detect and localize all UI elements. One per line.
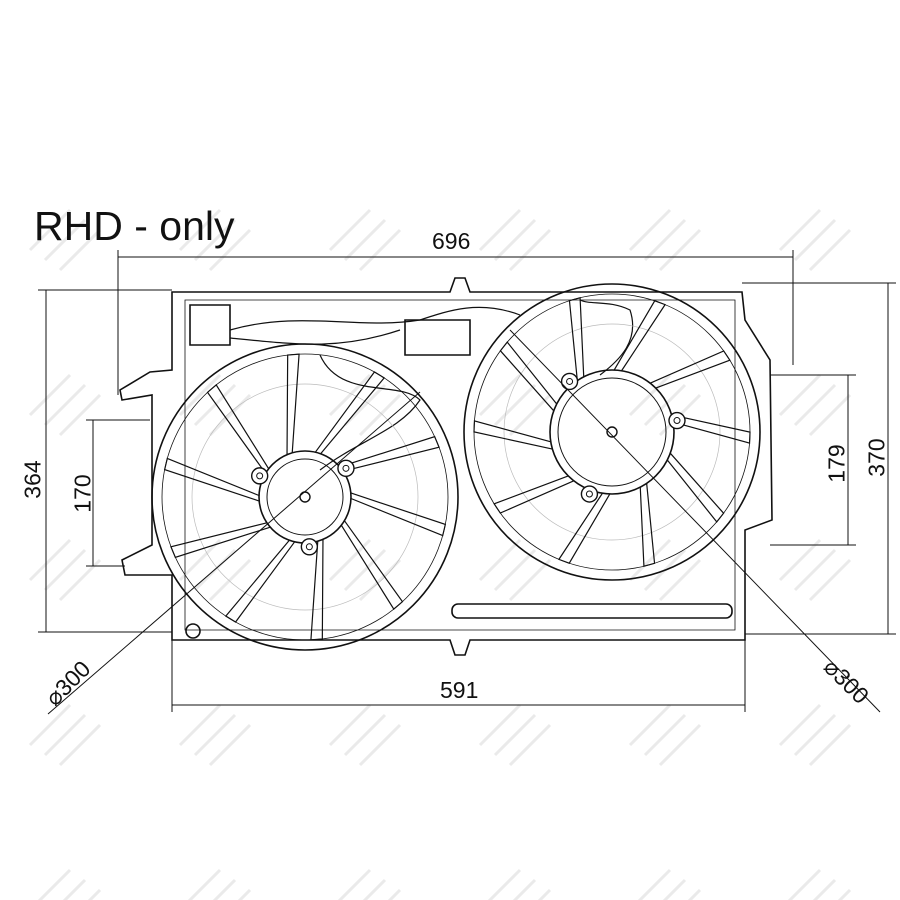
nrf-logo-watermark	[637, 868, 702, 900]
fan-spoke	[350, 492, 447, 537]
nrf-logo-watermark	[478, 208, 552, 272]
hub-center	[299, 491, 311, 503]
dim-label-364: 364	[19, 460, 46, 499]
nrf-logo-watermark	[28, 703, 102, 767]
nrf-logo-watermark	[487, 868, 552, 900]
nrf-logo-watermark	[778, 373, 852, 437]
fan-spoke	[339, 435, 440, 472]
fan-spoke	[340, 520, 404, 611]
nrf-watermark-pattern	[28, 208, 852, 900]
nrf-logo-watermark	[628, 208, 702, 272]
nrf-logo-watermark	[28, 208, 102, 272]
dim-label-696: 696	[432, 228, 471, 254]
rhd-only-title: RHD - only	[34, 203, 235, 249]
hub-center	[606, 426, 618, 438]
nrf-logo-watermark	[478, 703, 552, 767]
leader-right-diameter	[509, 329, 881, 713]
nrf-logo-watermark	[478, 373, 552, 437]
left-fan	[151, 343, 459, 651]
mount-tab	[250, 467, 269, 485]
mount-tab	[668, 411, 686, 430]
fan-spoke	[493, 475, 575, 514]
motor-hub	[549, 369, 675, 495]
mount-tab	[300, 538, 319, 556]
fan-ring	[463, 283, 761, 581]
fan-spoke	[473, 420, 553, 450]
nrf-logo-watermark	[778, 538, 852, 602]
fan-spoke	[224, 539, 296, 623]
nrf-logo-watermark	[778, 703, 852, 767]
nrf-logo-watermark	[328, 208, 402, 272]
frame-shroud	[119, 277, 773, 656]
fan-spoke	[666, 452, 725, 523]
nrf-logo-watermark	[328, 703, 402, 767]
mount-tab	[560, 372, 579, 391]
nrf-logo-watermark	[337, 868, 402, 900]
nrf-logo-watermark	[178, 703, 252, 767]
dim-label-179: 179	[823, 444, 850, 483]
dim-label-370: 370	[863, 438, 890, 477]
fan-ring	[151, 343, 459, 651]
nrf-logo-watermark	[37, 868, 102, 900]
nrf-logo-watermark	[328, 373, 402, 437]
nrf-logo-watermark	[28, 538, 102, 602]
motor-hub	[258, 450, 352, 544]
nrf-logo-watermark	[178, 208, 252, 272]
fan-spoke	[310, 539, 324, 641]
mount-tab	[580, 485, 599, 503]
fan-spoke	[170, 522, 271, 559]
fan-spoke	[557, 492, 611, 564]
dimension-lines	[38, 250, 896, 715]
right-fan	[463, 283, 761, 581]
fan-spoke	[568, 296, 585, 381]
fan-spoke	[163, 457, 260, 502]
fan-spoke	[286, 353, 300, 455]
nrf-logo-watermark	[178, 373, 252, 437]
leader-left-diameter	[47, 391, 421, 715]
dim-label-591: 591	[440, 677, 479, 703]
nrf-logo-watermark	[787, 868, 852, 900]
nrf-logo-watermark	[187, 868, 252, 900]
fan-spoke	[613, 300, 667, 372]
fan-spoke	[499, 341, 558, 412]
fan-spoke	[206, 383, 270, 474]
nrf-logo-watermark	[778, 208, 852, 272]
mount-tab	[337, 459, 355, 478]
fan-spoke	[314, 371, 386, 455]
fan-spoke	[639, 483, 656, 568]
fan-spoke	[671, 414, 751, 444]
nrf-logo-watermark	[628, 703, 702, 767]
dim-label-170: 170	[69, 474, 96, 513]
nrf-logo-watermark	[478, 538, 552, 602]
fan-spoke	[649, 350, 731, 389]
nrf-logo-watermark	[28, 373, 102, 437]
